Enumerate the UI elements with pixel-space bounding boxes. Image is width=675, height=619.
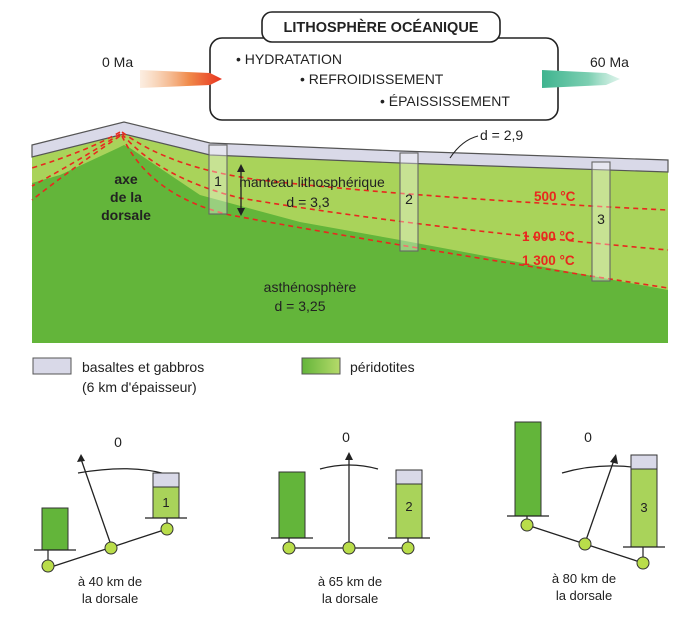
column-3	[591, 161, 611, 282]
legend-peridotite-label: péridotites	[350, 359, 415, 375]
isotherm-1300-label: 1 300 °C	[522, 253, 575, 268]
bullet-refroidissement: • REFROIDISSEMENT	[300, 71, 444, 87]
thickness-arrow-icon	[237, 164, 245, 216]
legend-basalt-label: basaltes et gabbros	[82, 359, 204, 375]
legend: basaltes et gabbros (6 km d'épaisseur) p…	[32, 357, 415, 395]
ridge-axis-label-2: de la	[110, 189, 142, 205]
arrow-start-icon	[140, 70, 222, 88]
isotherm-500-label: 500 °C	[534, 189, 576, 204]
age-start-label: 0 Ma	[102, 54, 133, 70]
cross-section: 1 2 3 d = 2,9 axe de la dorsale manteau …	[31, 121, 669, 343]
bullet-epaississement: • ÉPAISSISSEMENT	[380, 93, 510, 109]
balance-3-center-pivot	[578, 537, 592, 551]
title-box	[261, 11, 501, 43]
balance-1-right-column	[152, 486, 180, 519]
balance-3-caption-2: la dorsale	[556, 588, 612, 603]
column-3-label: 3	[597, 211, 605, 227]
ridge-axis-label-3: dorsale	[101, 207, 151, 223]
bullet-hydratation: • HYDRATATION	[236, 51, 342, 67]
balance-2: 0 2 à 65 km de la dorsale	[271, 429, 430, 606]
balance-1-needle	[80, 458, 112, 546]
balance-1-right-crust	[152, 472, 180, 488]
legend-swatch-basalt	[32, 357, 72, 375]
balance-1-arc	[77, 468, 167, 475]
balance-1-zero: 0	[114, 434, 122, 450]
balance-3-arc	[561, 465, 641, 474]
ridge-axis-label-1: axe	[114, 171, 138, 187]
isotherm-left-2	[31, 133, 121, 187]
balance-2-caption-1: à 65 km de	[318, 574, 382, 589]
isotherm-1000	[121, 133, 669, 251]
lithospheric-mantle-density: d = 3,3	[286, 194, 329, 210]
balance-1-caption-1: à 40 km de	[78, 574, 142, 589]
isotherm-left-3	[31, 135, 121, 201]
balance-3-left-column	[514, 421, 542, 517]
legend-swatch-peridotite	[301, 357, 341, 375]
legend-basalt-thickness: (6 km d'épaisseur)	[82, 379, 197, 395]
balance-1-center-pivot	[104, 541, 118, 555]
balance-1-right-pivot	[160, 522, 174, 536]
isotherm-left-1	[31, 131, 121, 169]
lithospheric-mantle-label: manteau lithosphérique	[239, 174, 385, 190]
crust-density-label: d = 2,9	[480, 127, 523, 143]
balance-3-zero: 0	[584, 429, 592, 445]
callout-leader	[449, 135, 479, 159]
balance-1-left-pivot	[41, 559, 55, 573]
asthenosphere-density: d = 3,25	[275, 298, 326, 314]
balance-2-center-pivot	[342, 541, 356, 555]
column-2-label: 2	[405, 191, 413, 207]
balance-3-left-pivot	[520, 518, 534, 532]
balance-1-caption-2: la dorsale	[82, 591, 138, 606]
isotherm-1300	[121, 135, 669, 289]
balance-3-right-pivot	[636, 556, 650, 570]
oceanic-crust	[31, 121, 669, 173]
age-end-label: 60 Ma	[590, 54, 629, 70]
balance-1-needle-arrow-icon	[77, 454, 85, 462]
balance-2-right-pivot	[401, 541, 415, 555]
balance-2-caption-2: la dorsale	[322, 591, 378, 606]
isotherm-lines	[31, 131, 669, 289]
balance-1-column-label: 1	[162, 495, 169, 510]
header: LITHOSPHÈRE OCÉANIQUE • HYDRATATION • RE…	[102, 11, 629, 121]
balance-3-column-label: 3	[640, 500, 647, 515]
column-2	[399, 152, 419, 252]
header-title: LITHOSPHÈRE OCÉANIQUE	[284, 19, 479, 36]
balance-2-right-crust	[395, 469, 423, 485]
balance-3-needle-arrow-icon	[610, 454, 618, 464]
asthenosphere-label: asthénosphère	[264, 279, 357, 295]
column-1-label: 1	[214, 173, 222, 189]
arrow-end-icon	[542, 70, 620, 88]
isotherm-1000-label: 1 000 °C	[522, 229, 575, 244]
balance-1: 0 1 à 40 km de la dorsale	[34, 434, 187, 606]
column-1	[208, 144, 228, 215]
balance-3-needle	[584, 459, 615, 544]
balance-2-needle-arrow-icon	[345, 452, 353, 460]
column-markers: 1 2 3	[208, 144, 611, 282]
balance-3: 0 3 à 80 km de la dorsale	[507, 421, 665, 603]
balance-2-left-column	[278, 471, 306, 539]
balance-3-right-crust	[630, 454, 658, 470]
balance-3-caption-1: à 80 km de	[552, 571, 616, 586]
balance-2-zero: 0	[342, 429, 350, 445]
balance-2-left-pivot	[282, 541, 296, 555]
balance-1-left-column	[41, 507, 69, 551]
isotherm-500	[121, 131, 669, 211]
balance-2-column-label: 2	[405, 499, 412, 514]
crust-density-callout: d = 2,9	[449, 127, 523, 159]
